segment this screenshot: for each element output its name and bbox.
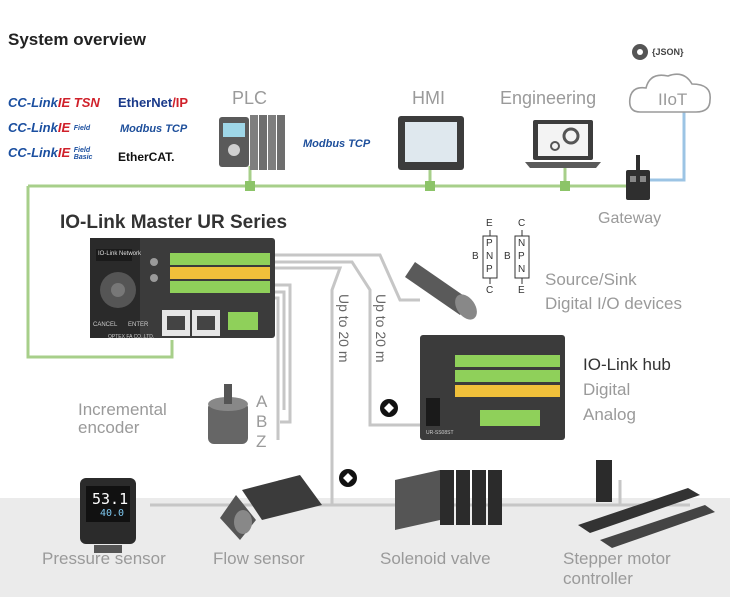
master-brand: OPTEX FA CO.,LTD. — [108, 334, 155, 340]
cclink-field-logo: CC-LinkIE Field — [8, 120, 91, 135]
pnp-bottom: C — [486, 285, 494, 296]
iiot-label: IIoT — [658, 90, 688, 109]
json-label: {JSON} — [652, 47, 684, 57]
master-screen-text: IO-Link Network — [98, 251, 142, 257]
bus-node-hmi — [425, 181, 435, 191]
bus-node-plc — [245, 181, 255, 191]
digital-io-label: Digital I/O devices — [545, 294, 682, 313]
gateway-icon — [626, 155, 650, 200]
stepper-label-1: Stepper motor — [563, 549, 671, 568]
hmi-label: HMI — [412, 88, 445, 108]
hub-digital-label: Digital — [583, 380, 631, 399]
io-link-hub-device — [420, 335, 565, 440]
encoder-phase-b: B — [256, 412, 268, 431]
cable-length-label-left: Up to 20 m — [336, 294, 352, 363]
solenoid-valve-label: Solenoid valve — [380, 549, 491, 568]
iiot-link-line — [648, 108, 686, 182]
pressure-sensor-label: Pressure sensor — [42, 549, 166, 568]
json-gear-icon — [632, 44, 648, 60]
modbus-tcp-mid-logo: Modbus TCP — [303, 138, 371, 150]
hmi-icon — [398, 116, 464, 170]
pnp-letter-3: P — [486, 264, 493, 275]
encoder-label-1: Incremental — [78, 400, 167, 419]
laptop-icon — [525, 120, 601, 168]
master-enter-button: ENTER — [128, 322, 149, 328]
ethercat-logo: EtherCAT. — [118, 150, 175, 164]
npn-top: C — [518, 218, 526, 229]
master-label: IO-Link Master UR Series — [60, 212, 288, 233]
cable-to-hub — [272, 260, 420, 427]
flow-sensor-icon — [220, 475, 322, 540]
cclink-tsn-logo: CC-LinkIE TSN — [8, 95, 100, 110]
master-cancel-button: CANCEL — [93, 322, 118, 328]
source-sink-label: Source/Sink — [545, 270, 637, 289]
stepper-controller-icon — [578, 460, 715, 548]
pressure-sensor-icon — [80, 478, 136, 553]
proximity-sensor-icon — [405, 262, 477, 320]
flow-sensor-label: Flow sensor — [213, 549, 305, 568]
encoder-label-2: encoder — [78, 418, 140, 437]
ethernet-ip-logo: EtherNet/IP — [118, 95, 189, 110]
npn-letter-1: N — [518, 238, 526, 249]
cable-to-sensor — [272, 253, 420, 302]
cable-length-label-right: Up to 20 m — [373, 294, 389, 363]
pressure-display-bottom: 40.0 — [100, 508, 125, 519]
transistor-boxes — [482, 230, 530, 284]
io-link-symbol-icon — [339, 399, 398, 487]
cable-to-bottom — [272, 266, 343, 505]
plc-label: PLC — [232, 88, 268, 108]
bus-to-master-line — [26, 186, 174, 359]
npn-bottom: E — [518, 285, 525, 296]
pressure-display-top: 53.1 — [92, 490, 129, 508]
pnp-letter-2: N — [486, 251, 494, 262]
encoder-phase-z: Z — [256, 432, 267, 451]
solenoid-valve-icon — [395, 470, 502, 530]
engineering-label: Engineering — [500, 88, 597, 108]
cable-encoder-b — [272, 290, 286, 410]
hub-title: IO-Link hub — [583, 355, 671, 374]
modbus-tcp-logo: Modbus TCP — [120, 123, 188, 135]
io-link-master-device — [90, 238, 275, 338]
hub-analog-label: Analog — [583, 405, 636, 424]
encoder-icon — [208, 384, 248, 444]
bus-node-engineering — [560, 181, 570, 191]
page-title: System overview — [8, 30, 146, 49]
plc-icon — [219, 115, 285, 170]
pnp-side: B — [472, 251, 479, 262]
hub-model: UR-SS08ST — [426, 430, 454, 436]
pnp-letter-1: P — [486, 238, 493, 249]
npn-letter-3: N — [518, 264, 526, 275]
gateway-label: Gateway — [598, 210, 662, 227]
npn-side: B — [504, 251, 511, 262]
encoder-phase-a: A — [256, 392, 268, 411]
cable-encoder-a — [272, 283, 292, 424]
stepper-label-2: controller — [563, 569, 633, 588]
cloud-icon — [628, 73, 711, 113]
npn-letter-2: P — [518, 251, 525, 262]
pnp-top: E — [486, 218, 493, 229]
